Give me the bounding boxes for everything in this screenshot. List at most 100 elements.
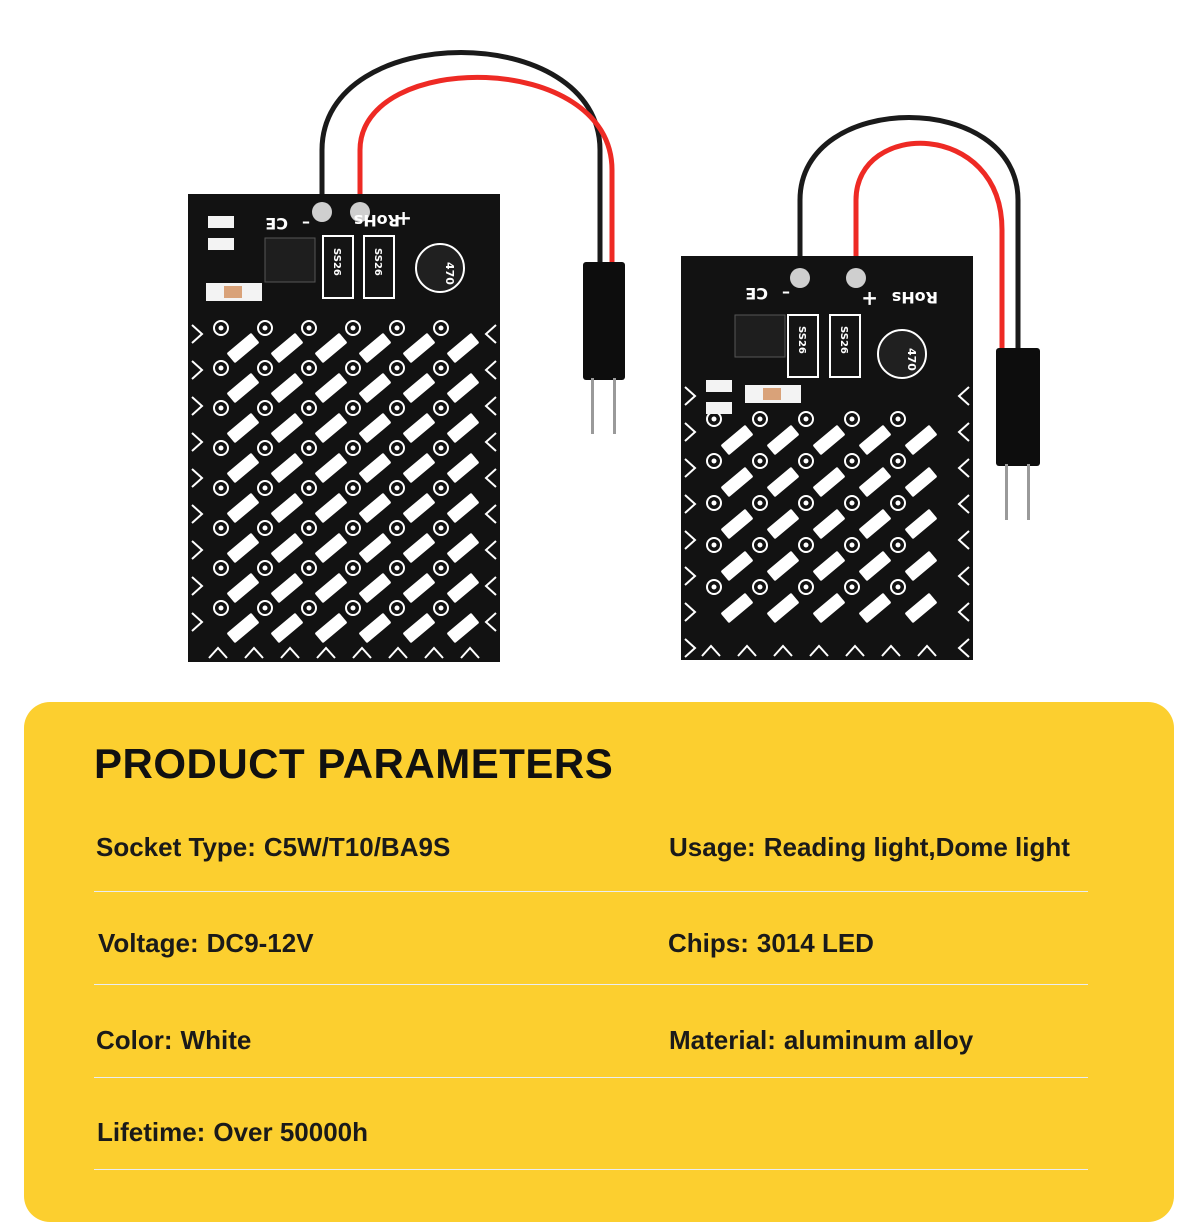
via-holes	[213, 320, 449, 616]
led-chip	[767, 509, 799, 539]
led-chip	[359, 373, 391, 403]
edge-chevron	[684, 566, 697, 586]
edge-chevron	[191, 540, 204, 560]
via-center	[895, 584, 901, 590]
param-socket-type: Socket Type:C5W/T10/BA9S	[96, 832, 450, 863]
led-chip	[271, 453, 303, 483]
led-chip	[721, 593, 753, 623]
via-center	[350, 405, 356, 411]
via-center	[711, 458, 717, 464]
param-value: White	[180, 1025, 252, 1055]
led-chip	[403, 533, 435, 563]
led-chip	[447, 613, 479, 643]
led-chip	[905, 467, 937, 497]
via-hole	[798, 453, 814, 469]
via-center	[757, 458, 763, 464]
diode	[829, 314, 861, 378]
via-center	[757, 500, 763, 506]
via-hole	[345, 440, 361, 456]
led-chip	[721, 425, 753, 455]
led-chip	[315, 613, 347, 643]
param-value: Reading light,Dome light	[763, 832, 1070, 862]
diode-label: SS26	[331, 248, 342, 276]
pcb	[681, 256, 973, 660]
via-hole	[257, 440, 273, 456]
via-center	[218, 365, 224, 371]
edge-chevron	[280, 646, 300, 659]
edge-chevron	[881, 644, 901, 657]
via-hole	[389, 400, 405, 416]
via-hole	[301, 440, 317, 456]
via-center	[306, 405, 312, 411]
param-value: DC9-12V	[206, 928, 314, 958]
smd-part	[706, 380, 732, 392]
via-hole	[752, 579, 768, 595]
edge-chevron	[191, 576, 204, 596]
via-hole	[389, 600, 405, 616]
via-center	[350, 565, 356, 571]
led-chip	[721, 467, 753, 497]
diode-label: SS26	[372, 248, 383, 276]
via-hole	[345, 400, 361, 416]
edge-chevron	[737, 644, 757, 657]
led-chip	[227, 373, 259, 403]
via-hole	[389, 320, 405, 336]
via-center	[711, 584, 717, 590]
via-center	[350, 485, 356, 491]
edge-chevron	[684, 638, 697, 658]
edge-chevron	[191, 432, 204, 452]
diode-label: SS26	[796, 326, 807, 354]
edge-chevron	[388, 646, 408, 659]
via-center	[849, 500, 855, 506]
edge-chevron	[191, 468, 204, 488]
led-chip	[227, 573, 259, 603]
led-chip	[905, 593, 937, 623]
led-chip	[447, 413, 479, 443]
via-center	[394, 365, 400, 371]
param-label: Chips:	[668, 928, 749, 958]
inductor	[877, 329, 927, 379]
led-chip	[767, 467, 799, 497]
via-center	[803, 542, 809, 548]
via-center	[350, 525, 356, 531]
edge-chevron	[957, 494, 970, 514]
via-hole	[257, 360, 273, 376]
via-hole	[433, 560, 449, 576]
led-chip	[721, 551, 753, 581]
edge-chevron	[484, 432, 497, 452]
led-chip	[447, 453, 479, 483]
led-chip	[905, 551, 937, 581]
via-hole	[213, 400, 229, 416]
led-chip	[359, 333, 391, 363]
param-lifetime: Lifetime:Over 50000h	[97, 1117, 368, 1148]
via-hole	[257, 520, 273, 536]
edge-chevron	[484, 540, 497, 560]
via-center	[218, 405, 224, 411]
ce-mark: CE	[745, 284, 768, 303]
led-chip	[403, 413, 435, 443]
via-center	[394, 525, 400, 531]
led-chip	[359, 413, 391, 443]
led-chip	[403, 573, 435, 603]
via-hole	[752, 495, 768, 511]
via-center	[262, 605, 268, 611]
via-center	[438, 405, 444, 411]
minus-mark: –	[302, 214, 310, 233]
via-center	[757, 542, 763, 548]
via-hole	[345, 320, 361, 336]
param-label: Lifetime:	[97, 1117, 206, 1147]
led-chip	[859, 551, 891, 581]
black-wire	[797, 115, 1021, 352]
smd-resistor-body	[224, 286, 242, 298]
led-chip	[447, 493, 479, 523]
inductor-label: 470	[905, 348, 918, 371]
edge-chevron	[191, 324, 204, 344]
led-chip	[403, 613, 435, 643]
via-hole	[844, 537, 860, 553]
edge-chevron	[957, 458, 970, 478]
via-hole	[706, 453, 722, 469]
via-center	[306, 485, 312, 491]
via-hole	[257, 400, 273, 416]
edge-chevron	[684, 530, 697, 550]
via-hole	[844, 411, 860, 427]
